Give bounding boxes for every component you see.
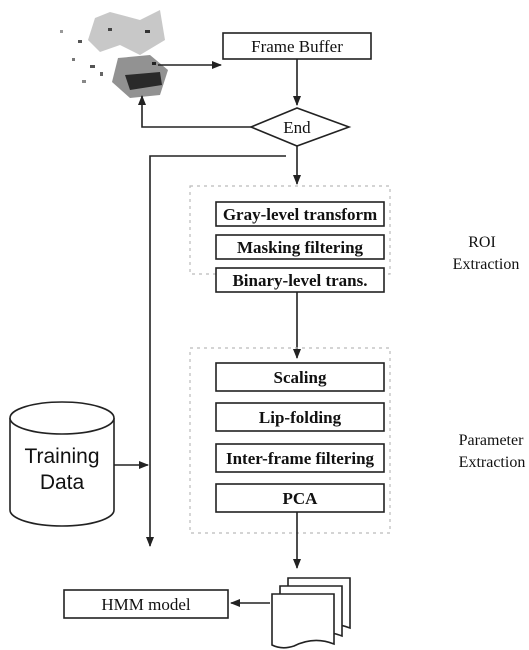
roi-step-box bbox=[215, 234, 385, 260]
arrow-end-loop-back bbox=[138, 95, 251, 128]
roi-step-box bbox=[215, 267, 385, 293]
training-data-cylinder bbox=[9, 401, 115, 527]
frame-buffer-box bbox=[222, 32, 372, 60]
param-step-box bbox=[215, 483, 385, 513]
hmm-model-label: HMM model bbox=[101, 595, 191, 614]
roi-step-box bbox=[215, 201, 385, 227]
lip-folding-label: Lip-folding bbox=[259, 408, 342, 427]
end-label: End bbox=[283, 118, 311, 137]
arrow-bypass-to-hmm bbox=[146, 155, 286, 547]
training-data-label-line2: Data bbox=[40, 471, 85, 494]
binary-level-trans-label: Binary-level trans. bbox=[232, 271, 367, 290]
param-step-box bbox=[215, 402, 385, 432]
roi-label-line1: ROI bbox=[468, 234, 496, 251]
roi-label-line2: Extraction bbox=[453, 256, 520, 273]
feature-documents-icon bbox=[271, 577, 351, 649]
scaling-label: Scaling bbox=[274, 368, 327, 387]
param-step-box bbox=[215, 443, 385, 473]
param-step-box bbox=[215, 362, 385, 392]
frame-buffer-label: Frame Buffer bbox=[251, 37, 343, 56]
masking-filtering-label: Masking filtering bbox=[237, 238, 364, 257]
parameter-label-line2: Extraction bbox=[459, 454, 526, 471]
parameter-region bbox=[189, 347, 391, 534]
roi-region bbox=[189, 185, 391, 275]
end-decision bbox=[248, 107, 352, 147]
hmm-model-box bbox=[63, 589, 229, 619]
inter-frame-filtering-label: Inter-frame filtering bbox=[226, 449, 375, 468]
pca-label: PCA bbox=[283, 489, 319, 508]
training-data-label-line1: Training bbox=[24, 445, 99, 468]
parameter-label-line1: Parameter bbox=[459, 432, 525, 449]
gray-level-transform-label: Gray-level transform bbox=[223, 205, 377, 224]
lip-image bbox=[60, 10, 168, 98]
